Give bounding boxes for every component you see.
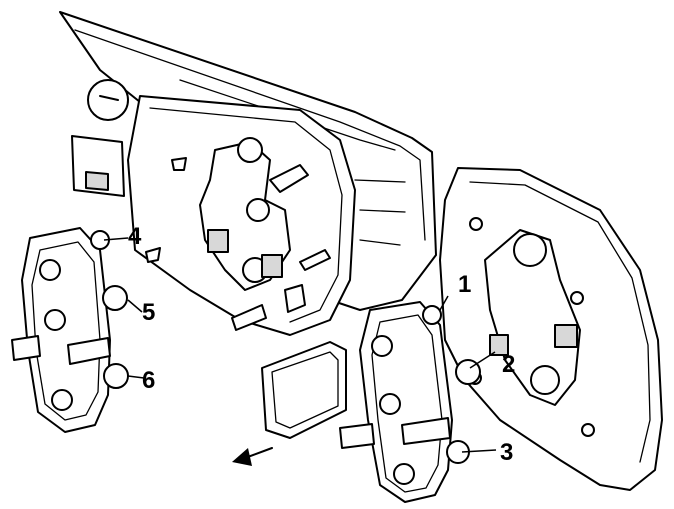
right-lamp-housing [439, 167, 663, 491]
inner-housing [127, 95, 356, 336]
bulb-holder-right [339, 301, 453, 503]
callout-1: 1 [458, 271, 471, 298]
callout-3: 3 [500, 439, 513, 466]
callout-4: 4 [128, 223, 142, 250]
direction-arrow [232, 447, 273, 466]
mounting-studs [87, 79, 267, 331]
bulbs-left [90, 230, 129, 389]
callout-6: 6 [142, 367, 155, 394]
leader-lines [103, 237, 497, 453]
gasket-cover [261, 341, 347, 439]
callout-5: 5 [142, 299, 155, 326]
connector-block [71, 135, 125, 197]
callout-2: 2 [502, 351, 515, 378]
bulb-holder-left [11, 227, 111, 433]
